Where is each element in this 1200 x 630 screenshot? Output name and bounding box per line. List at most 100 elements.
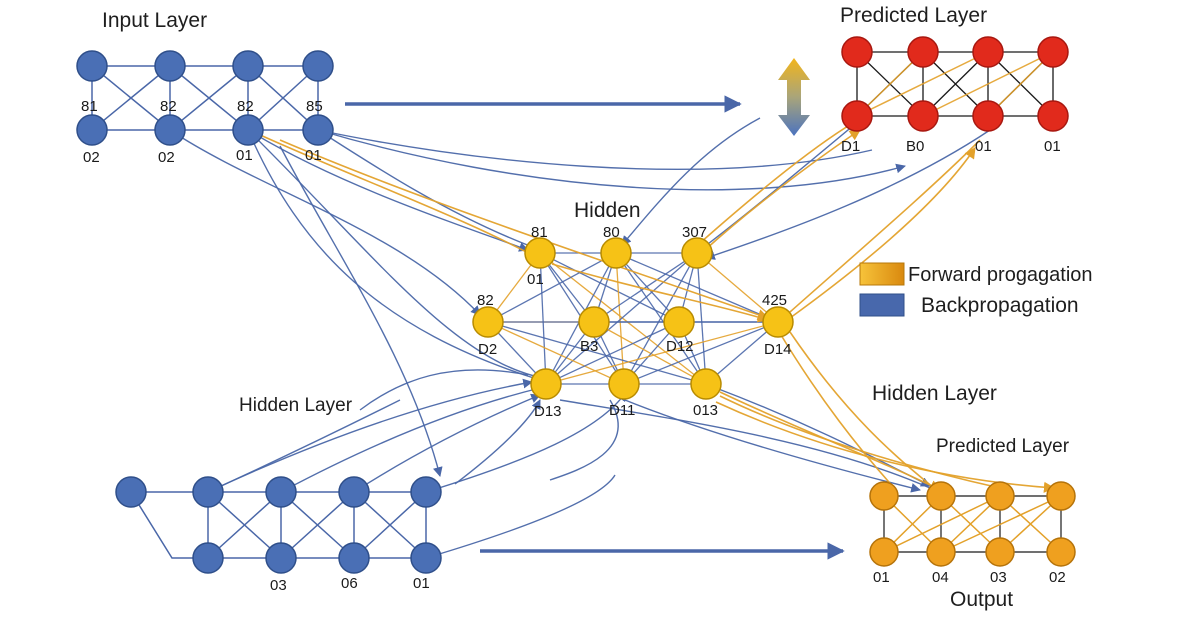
backprop-edge	[169, 129, 481, 316]
node-label: 03	[270, 577, 287, 594]
legend-backward-swatch	[859, 293, 905, 317]
node-label: 81	[531, 224, 548, 241]
hidden-title: Hidden	[574, 199, 641, 222]
input-node	[76, 50, 108, 82]
backprop-edge	[317, 129, 873, 170]
predicted-node	[972, 36, 1004, 68]
output-node	[985, 537, 1015, 567]
input-edge	[91, 65, 171, 131]
output-edge	[883, 495, 1001, 553]
hidden-edge	[487, 252, 617, 323]
output-node	[1046, 481, 1076, 511]
forward-edge	[719, 395, 1001, 489]
hidden-node	[472, 306, 504, 338]
predicted-node	[841, 100, 873, 132]
input-node	[302, 50, 334, 82]
node-label: 01	[413, 575, 430, 592]
forward-edge	[789, 331, 935, 489]
hidden-edge	[623, 321, 779, 385]
backprop-edge	[549, 399, 619, 481]
backprop-edge	[699, 119, 861, 251]
legend-forward-swatch	[859, 262, 905, 286]
node-label: 03	[990, 569, 1007, 586]
hidden-node	[524, 237, 556, 269]
nodes-layer	[76, 36, 1076, 574]
node-label: D13	[534, 403, 562, 420]
lower-edge	[207, 491, 282, 559]
forward-edge	[704, 129, 861, 251]
hidden-edge	[593, 252, 698, 323]
output-layer-labels: 01 04 03 02	[873, 569, 1066, 586]
hidden-layer-labels: 81 80 307 01 82 425 D2 B3 D12 D14 D13 D1…	[477, 224, 792, 420]
forward-edge	[789, 147, 976, 319]
node-label: 82	[477, 292, 494, 309]
node-label: 01	[873, 569, 890, 586]
hidden-edge	[487, 321, 707, 385]
node-label: 01	[975, 138, 992, 155]
legend-forward-label: Forward progagation	[908, 264, 1093, 286]
forward-edge	[789, 139, 981, 313]
backprop-edge	[705, 129, 991, 260]
node-label: D1	[841, 138, 860, 155]
hidden-edge	[545, 321, 680, 385]
up-down-arrow-icon	[778, 58, 810, 136]
lower-layer-node	[115, 476, 147, 508]
backprop-edge	[425, 391, 627, 493]
input-layer-title: Input Layer	[102, 9, 207, 32]
hidden-node	[608, 368, 640, 400]
backprop-edge	[559, 399, 931, 489]
node-label: B0	[906, 138, 924, 155]
lower-layer-labels: 03 06 01	[270, 575, 430, 594]
lower-edge	[353, 491, 427, 559]
hidden-layer-left-title: Hidden Layer	[239, 395, 353, 416]
hidden-edge	[545, 252, 698, 385]
backprop-edge	[454, 399, 541, 485]
input-node	[302, 114, 334, 146]
input-node	[76, 114, 108, 146]
forward-edge	[279, 139, 770, 321]
node-label: B3	[580, 338, 598, 355]
predicted-node	[907, 36, 939, 68]
output-edge	[940, 495, 1062, 553]
hidden-edge	[593, 321, 707, 385]
lower-edge	[280, 491, 355, 559]
forward-edge	[699, 125, 849, 244]
predicted-layer-top-title: Predicted Layer	[840, 4, 987, 27]
node-label: 01	[236, 147, 253, 164]
node-label: 02	[158, 149, 175, 166]
output-node	[869, 537, 899, 567]
node-label: D11	[609, 402, 635, 419]
hidden-edge	[696, 252, 707, 385]
hidden-edge	[705, 321, 779, 385]
backprop-edge	[207, 399, 401, 493]
lower-layer-node	[265, 476, 297, 508]
backprop-edge	[359, 369, 529, 411]
predicted-node	[1037, 100, 1069, 132]
hidden-edge	[487, 321, 625, 385]
lower-layer-node	[410, 542, 442, 574]
node-label: 01	[1044, 138, 1061, 155]
output-node	[1046, 537, 1076, 567]
input-layer-labels: 81 82 82 85 02 02 01 01	[81, 98, 323, 166]
node-label: D2	[478, 341, 497, 358]
node-label: 013	[693, 402, 718, 419]
node-label: 80	[603, 224, 620, 241]
output-node	[869, 481, 899, 511]
lower-layer-node	[338, 542, 370, 574]
hidden-node	[600, 237, 632, 269]
lower-layer-node	[265, 542, 297, 574]
lower-layer-node	[410, 476, 442, 508]
output-node	[926, 481, 956, 511]
hidden-node	[762, 306, 794, 338]
predicted-node	[972, 100, 1004, 132]
predicted-node	[907, 100, 939, 132]
backprop-edge	[247, 129, 557, 381]
forward-edge	[257, 133, 546, 263]
node-label: 307	[682, 224, 707, 241]
backprop-edge	[425, 474, 616, 559]
backprop-edge	[247, 129, 541, 381]
hidden-edge	[615, 252, 779, 323]
node-label: 06	[341, 575, 358, 592]
